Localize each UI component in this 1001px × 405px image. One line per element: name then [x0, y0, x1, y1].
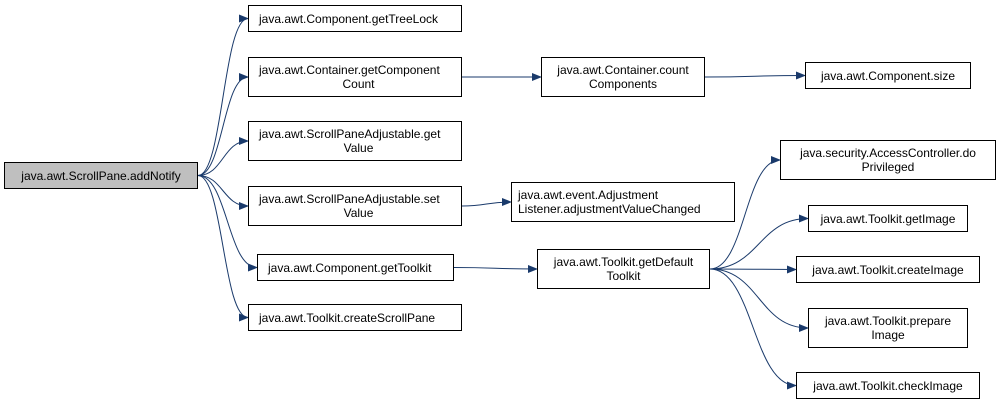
node-label: java.awt.Component.getTreeLock	[259, 12, 438, 26]
node-label-line-1: java.awt.Toolkit.prepare	[824, 314, 952, 328]
node-component-gettreelock[interactable]: java.awt.Component.getTreeLock	[248, 5, 462, 32]
node-toolkit-checkimage[interactable]: java.awt.Toolkit.checkImage	[796, 372, 980, 399]
node-label-line-1: java.awt.event.Adjustment	[518, 188, 659, 202]
edge-root-to-spa_get_value	[197, 137, 249, 176]
node-label-line-2: Listener.adjustmentValueChanged	[518, 202, 701, 216]
edge-get_default_toolkit-to-get_image	[709, 214, 809, 270]
node-adjustmentlistener-adjustmentvaluechanged[interactable]: java.awt.event.Adjustment Listener.adjus…	[511, 182, 735, 222]
edge-root-to-get_component_count	[197, 73, 249, 176]
node-component-gettoolkit[interactable]: java.awt.Component.getToolkit	[257, 254, 454, 281]
edge-root-to-spa_set_value	[197, 175, 249, 210]
edge-count_components-to-component_size	[704, 71, 806, 80]
node-container-getcomponentcount[interactable]: java.awt.Container.getComponent Count	[248, 57, 462, 97]
node-label-line-1: java.awt.Container.count	[557, 63, 689, 77]
edge-get_toolkit-to-get_default_toolkit	[453, 264, 538, 273]
edge-root-to-create_scroll_pane	[197, 175, 249, 322]
edge-get_default_toolkit-to-create_image	[709, 265, 797, 274]
edge-get_default_toolkit-to-prepare_image	[709, 268, 809, 332]
node-scrollpaneadjustable-setvalue[interactable]: java.awt.ScrollPaneAdjustable.set Value	[248, 186, 462, 226]
node-label-line-1: java.awt.Container.getComponent	[259, 63, 440, 77]
edge-get_default_toolkit-to-check_image	[709, 268, 797, 390]
node-toolkit-createscrollpane[interactable]: java.awt.Toolkit.createScrollPane	[248, 304, 462, 331]
node-label-line-2: Privileged	[861, 160, 915, 174]
edge-root-to-get_tree_lock	[197, 14, 249, 176]
node-toolkit-createimage[interactable]: java.awt.Toolkit.createImage	[796, 256, 980, 283]
node-container-countcomponents[interactable]: java.awt.Container.count Components	[541, 57, 705, 97]
node-label: java.awt.Component.getToolkit	[268, 261, 432, 275]
node-toolkit-getimage[interactable]: java.awt.Toolkit.getImage	[808, 205, 968, 232]
node-label-line-1: java.security.AccessController.do	[800, 146, 976, 160]
node-label-line-2: Value	[343, 206, 374, 220]
node-label: java.awt.Component.size	[820, 69, 956, 83]
node-label-line-1: java.awt.ScrollPaneAdjustable.set	[259, 192, 440, 206]
node-label-line-1: java.awt.Toolkit.getDefault	[553, 255, 694, 269]
node-label: java.awt.Toolkit.createImage	[812, 263, 964, 277]
node-scrollpaneadjustable-getvalue[interactable]: java.awt.ScrollPaneAdjustable.get Value	[248, 121, 462, 161]
edge-get_default_toolkit-to-do_privileged	[709, 156, 781, 270]
node-label-line-1: java.awt.ScrollPaneAdjustable.get	[259, 127, 441, 141]
edge-root-to-get_toolkit	[197, 175, 258, 272]
node-label-line-2: Image	[871, 328, 905, 342]
node-label: java.awt.ScrollPane.addNotify	[21, 169, 181, 183]
node-label-line-2: Toolkit	[606, 269, 641, 283]
node-component-size[interactable]: java.awt.Component.size	[805, 62, 971, 89]
node-toolkit-getdefaulttoolkit[interactable]: java.awt.Toolkit.getDefault Toolkit	[537, 249, 710, 289]
node-label: java.awt.Toolkit.createScrollPane	[259, 311, 436, 325]
node-label-line-2: Components	[588, 77, 658, 91]
edge-spa_set_value-to-adjustment_value_changed	[461, 198, 512, 207]
node-accesscontroller-doprivileged[interactable]: java.security.AccessController.do Privil…	[780, 140, 996, 180]
node-scrollpane-addnotify[interactable]: java.awt.ScrollPane.addNotify	[4, 162, 198, 189]
node-label-line-2: Count	[342, 77, 375, 91]
node-label: java.awt.Toolkit.getImage	[820, 212, 956, 226]
node-label: java.awt.Toolkit.checkImage	[813, 379, 963, 393]
node-label-line-2: Value	[343, 141, 374, 155]
node-toolkit-prepareimage[interactable]: java.awt.Toolkit.prepare Image	[808, 308, 968, 348]
